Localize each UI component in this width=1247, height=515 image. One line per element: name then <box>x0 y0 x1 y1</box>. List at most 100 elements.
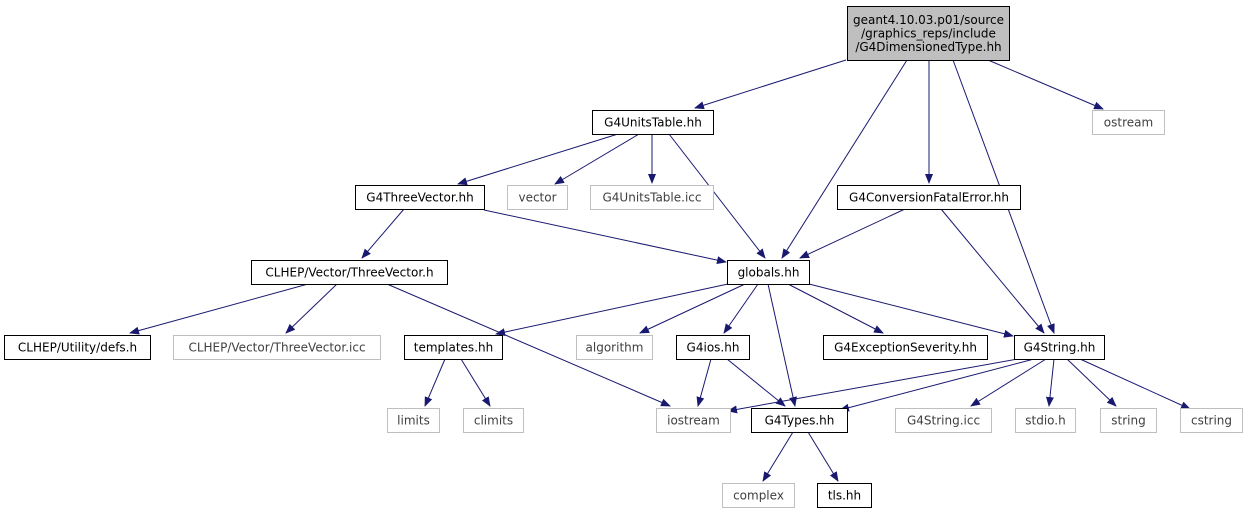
node-label: G4String.hh <box>1024 341 1096 355</box>
node-label: vector <box>518 191 556 205</box>
node-templates[interactable]: templates.hh <box>404 335 503 360</box>
node-label: G4ThreeVector.hh <box>366 191 473 205</box>
node-box <box>823 335 988 360</box>
edge-clhep-threevector-to-iostream <box>386 283 671 407</box>
nodes-layer: geant4.10.03.p01/source/graphics_reps/in… <box>4 6 1243 508</box>
node-label: geant4.10.03.p01/source <box>853 13 1004 27</box>
node-box <box>387 408 440 433</box>
edge-globals-to-g4string <box>808 283 1014 338</box>
node-label: iostream <box>667 414 720 428</box>
edge-g4string-to-cstring <box>1079 358 1191 410</box>
edge-g4string-to-iostream <box>727 358 1019 414</box>
node-box <box>847 6 1010 61</box>
edge-threevector-to-clhep-threevector <box>361 208 405 259</box>
edge-globals-to-templates <box>495 283 729 337</box>
node-label: CLHEP/Vector/ThreeVector.icc <box>188 341 365 355</box>
edge-g4string-to-string <box>1066 358 1117 407</box>
node-label: climits <box>474 414 513 428</box>
node-label: limits <box>397 414 430 428</box>
node-label: stdio.h <box>1025 414 1065 428</box>
node-box <box>817 483 872 508</box>
node-climits: climits <box>463 408 524 433</box>
edge-g4string-to-g4string-icc <box>970 358 1047 407</box>
node-string: string <box>1100 408 1157 433</box>
node-label: /G4DimensionedType.hh <box>855 40 1001 54</box>
edge-root-to-globals <box>781 59 908 259</box>
node-label: CLHEP/Vector/ThreeVector.h <box>265 266 433 280</box>
node-box <box>173 335 381 360</box>
edge-conversion-to-g4string <box>940 208 1045 334</box>
edge-templates-to-limits <box>424 358 446 407</box>
node-box <box>1180 408 1243 433</box>
node-vector: vector <box>507 185 568 210</box>
node-clhep-threevector-icc: CLHEP/Vector/ThreeVector.icc <box>173 335 381 360</box>
edge-globals-to-g4ios <box>723 283 759 334</box>
node-box <box>592 110 714 135</box>
node-box <box>590 185 714 210</box>
node-box <box>1015 408 1076 433</box>
node-box <box>251 260 448 285</box>
node-label: templates.hh <box>414 341 493 355</box>
node-label: /graphics_reps/include <box>861 27 996 41</box>
node-conversion[interactable]: G4ConversionFatalError.hh <box>837 185 1021 210</box>
node-g4string[interactable]: G4String.hh <box>1014 335 1105 360</box>
edge-root-to-unitstable <box>694 59 847 110</box>
node-threevector[interactable]: G4ThreeVector.hh <box>355 185 485 210</box>
node-unitstable[interactable]: G4UnitsTable.hh <box>592 110 714 135</box>
edge-g4types-to-tls <box>807 431 839 482</box>
node-label: G4ios.hh <box>687 341 740 355</box>
node-clhep-defs[interactable]: CLHEP/Utility/defs.h <box>4 335 151 360</box>
edge-unitstable-to-threevector <box>457 133 619 186</box>
node-g4types[interactable]: G4Types.hh <box>751 408 848 433</box>
node-complex: complex <box>722 483 795 508</box>
edge-conversion-to-globals <box>799 208 906 259</box>
node-box <box>751 408 848 433</box>
node-clhep-threevector[interactable]: CLHEP/Vector/ThreeVector.h <box>251 260 448 285</box>
node-label: globals.hh <box>738 266 800 280</box>
edge-threevector-to-globals <box>483 209 727 265</box>
node-ostream: ostream <box>1092 110 1165 135</box>
node-label: complex <box>733 489 784 503</box>
node-label: cstring <box>1191 414 1232 428</box>
node-unitstable-icc: G4UnitsTable.icc <box>590 185 714 210</box>
edge-unitstable-to-globals <box>668 133 766 259</box>
node-box <box>1092 110 1165 135</box>
node-box <box>404 335 503 360</box>
edge-unitstable-to-vector <box>554 133 640 185</box>
edge-globals-to-g4types <box>767 283 797 407</box>
edge-g4types-to-complex <box>762 431 794 482</box>
edge-root-to-ostream <box>987 59 1104 110</box>
edge-g4ios-to-iostream <box>696 358 712 407</box>
edge-clhep-threevector-to-clhep-threevector-icc <box>285 283 338 334</box>
node-box <box>676 335 750 360</box>
node-box <box>355 185 485 210</box>
node-box <box>4 335 151 360</box>
node-tls[interactable]: tls.hh <box>817 483 872 508</box>
node-label: algorithm <box>586 341 644 355</box>
node-globals[interactable]: globals.hh <box>727 260 810 285</box>
node-label: G4String.icc <box>907 414 980 428</box>
edge-globals-to-exception-severity <box>787 283 884 334</box>
node-label: G4Types.hh <box>765 414 835 428</box>
node-label: CLHEP/Utility/defs.h <box>18 341 137 355</box>
node-label: string <box>1111 414 1145 428</box>
node-box <box>507 185 568 210</box>
node-g4string-icc: G4String.icc <box>895 408 992 433</box>
node-limits: limits <box>387 408 440 433</box>
edge-clhep-threevector-to-clhep-defs <box>129 283 309 335</box>
edge-g4ios-to-g4types <box>726 358 786 407</box>
node-algorithm: algorithm <box>576 335 653 360</box>
edges-layer <box>129 59 1191 482</box>
node-cstring: cstring <box>1180 408 1243 433</box>
node-label: G4UnitsTable.icc <box>603 191 702 205</box>
node-label: G4ExceptionSeverity.hh <box>834 341 977 355</box>
node-g4ios[interactable]: G4ios.hh <box>676 335 750 360</box>
node-root[interactable]: geant4.10.03.p01/source/graphics_reps/in… <box>847 6 1010 61</box>
node-label: ostream <box>1104 116 1153 130</box>
node-box <box>837 185 1021 210</box>
node-stdio: stdio.h <box>1015 408 1076 433</box>
node-exception-severity[interactable]: G4ExceptionSeverity.hh <box>823 335 988 360</box>
node-box <box>895 408 992 433</box>
node-label: G4UnitsTable.hh <box>604 116 702 130</box>
